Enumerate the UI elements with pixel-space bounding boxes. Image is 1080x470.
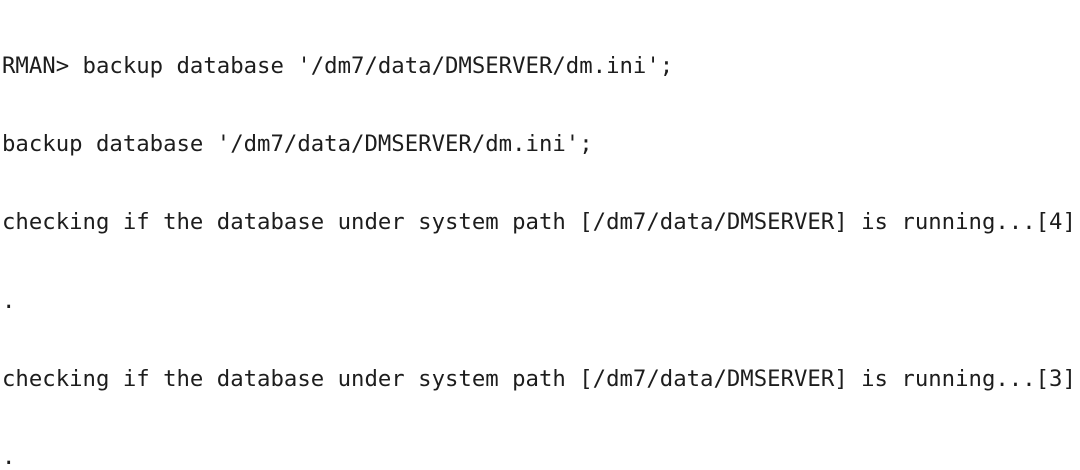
terminal-output-line: checking if the database under system pa… [2,209,1076,236]
terminal-output-line: . [2,443,16,470]
terminal-output-line: backup database '/dm7/data/DMSERVER/dm.i… [2,131,593,158]
terminal-output-line: . [2,287,16,314]
terminal-output-line: checking if the database under system pa… [2,365,1076,392]
terminal-prompt-command-line: RMAN> backup database '/dm7/data/DMSERVE… [2,53,674,80]
